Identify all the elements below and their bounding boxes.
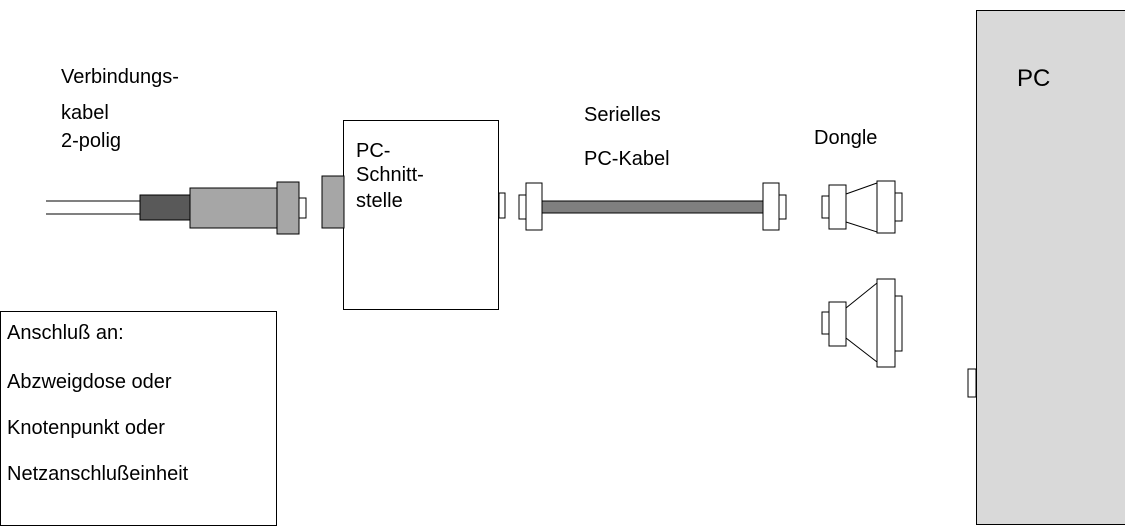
- pc-port: [967, 368, 977, 398]
- cable-plug-sleeve: [139, 194, 193, 221]
- interface-label-line-3: stelle: [356, 190, 403, 212]
- cable-label-line-1: Verbindungs-: [61, 66, 179, 88]
- cable-label-line-2: kabel: [61, 102, 109, 124]
- pc-interface-box: [343, 120, 499, 310]
- dongle-small: [821, 180, 903, 234]
- serial-connector-left-tip: [518, 194, 527, 220]
- cable-label-line-3: 2-polig: [61, 130, 122, 152]
- cable-plug-collar: [276, 181, 300, 235]
- dongle-large: [821, 278, 903, 368]
- serial-cable-line: [541, 200, 764, 214]
- serial-connector-left: [525, 182, 543, 231]
- serial-connector-right: [762, 182, 780, 231]
- serial-cable-label-line-1: Serielles: [584, 104, 661, 126]
- interface-socket: [321, 175, 345, 229]
- serial-connector-right-tip: [778, 194, 787, 220]
- interface-label-line-1: PC-: [356, 140, 391, 162]
- interface-label-line-2: Schnitt-: [356, 164, 424, 186]
- pc-label: PC: [1017, 65, 1051, 92]
- info-line-3: Knotenpunkt oder: [7, 417, 165, 439]
- info-line-2: Abzweigdose oder: [7, 371, 172, 393]
- connection-info-box: Anschluß an: Abzweigdose oder Knotenpunk…: [0, 311, 277, 526]
- cable-plug-body: [189, 187, 279, 229]
- info-line-4: Netzanschlußeinheit: [7, 463, 189, 485]
- dongle-label: Dongle: [814, 127, 878, 149]
- interface-serial-port: [498, 192, 506, 219]
- info-line-1: Anschluß an:: [7, 322, 124, 344]
- serial-cable-label-line-2: PC-Kabel: [584, 148, 670, 168]
- cable-plug-tip: [298, 197, 307, 219]
